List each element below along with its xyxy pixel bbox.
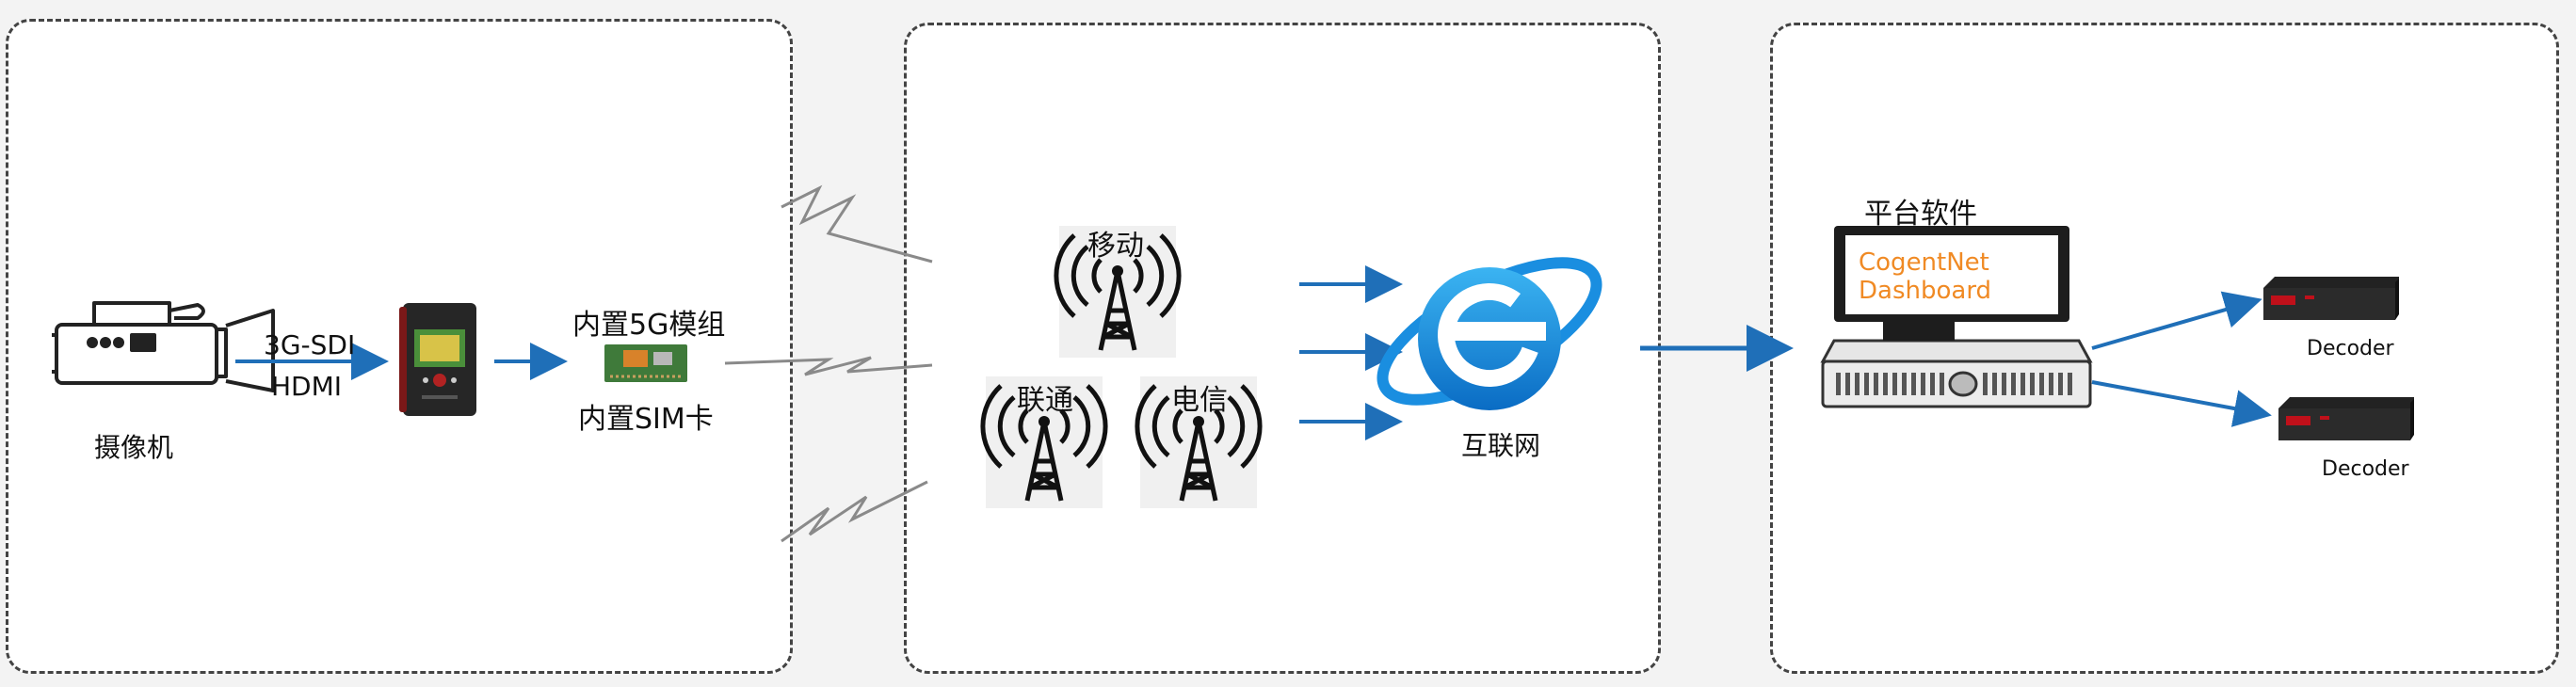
internet-label: 互联网 bbox=[1461, 430, 1541, 461]
camera-label: 摄像机 bbox=[94, 432, 174, 463]
platform-label: 平台软件 bbox=[1864, 198, 1977, 231]
decoder2-label: Decoder bbox=[2322, 457, 2409, 481]
tower-icon bbox=[1054, 226, 1182, 358]
decoder-icon bbox=[2263, 277, 2399, 320]
tower-icon bbox=[1135, 376, 1263, 508]
lightning-icon bbox=[724, 184, 933, 543]
platform-to-decoder-arrow bbox=[2091, 380, 2272, 427]
link-label-top: 3G-SDI bbox=[264, 329, 356, 360]
sim-label: 内置SIM卡 bbox=[578, 403, 714, 436]
dashboard-line2: Dashboard bbox=[1859, 277, 1992, 305]
platform-to-decoder-arrow bbox=[2091, 291, 2262, 350]
dashboard-line1: CogentNet bbox=[1859, 248, 1989, 277]
link-label-bottom: HDMI bbox=[271, 371, 343, 402]
camera-icon bbox=[52, 301, 275, 392]
decoder-icon bbox=[2278, 397, 2414, 440]
decoder1-label: Decoder bbox=[2307, 337, 2394, 360]
monitor-icon bbox=[1834, 226, 2069, 341]
carrier-unicom-label: 联通 bbox=[1017, 384, 1073, 417]
internet-explorer-icon bbox=[1377, 257, 1602, 410]
carrier-telecom-label: 电信 bbox=[1171, 384, 1228, 417]
module-label: 内置5G模组 bbox=[572, 309, 726, 342]
carrier-mobile-label: 移动 bbox=[1087, 230, 1144, 263]
encoder-icon bbox=[399, 303, 476, 416]
server-icon bbox=[1820, 339, 2093, 408]
tower-icon bbox=[980, 376, 1108, 508]
module-board-icon bbox=[604, 344, 687, 382]
